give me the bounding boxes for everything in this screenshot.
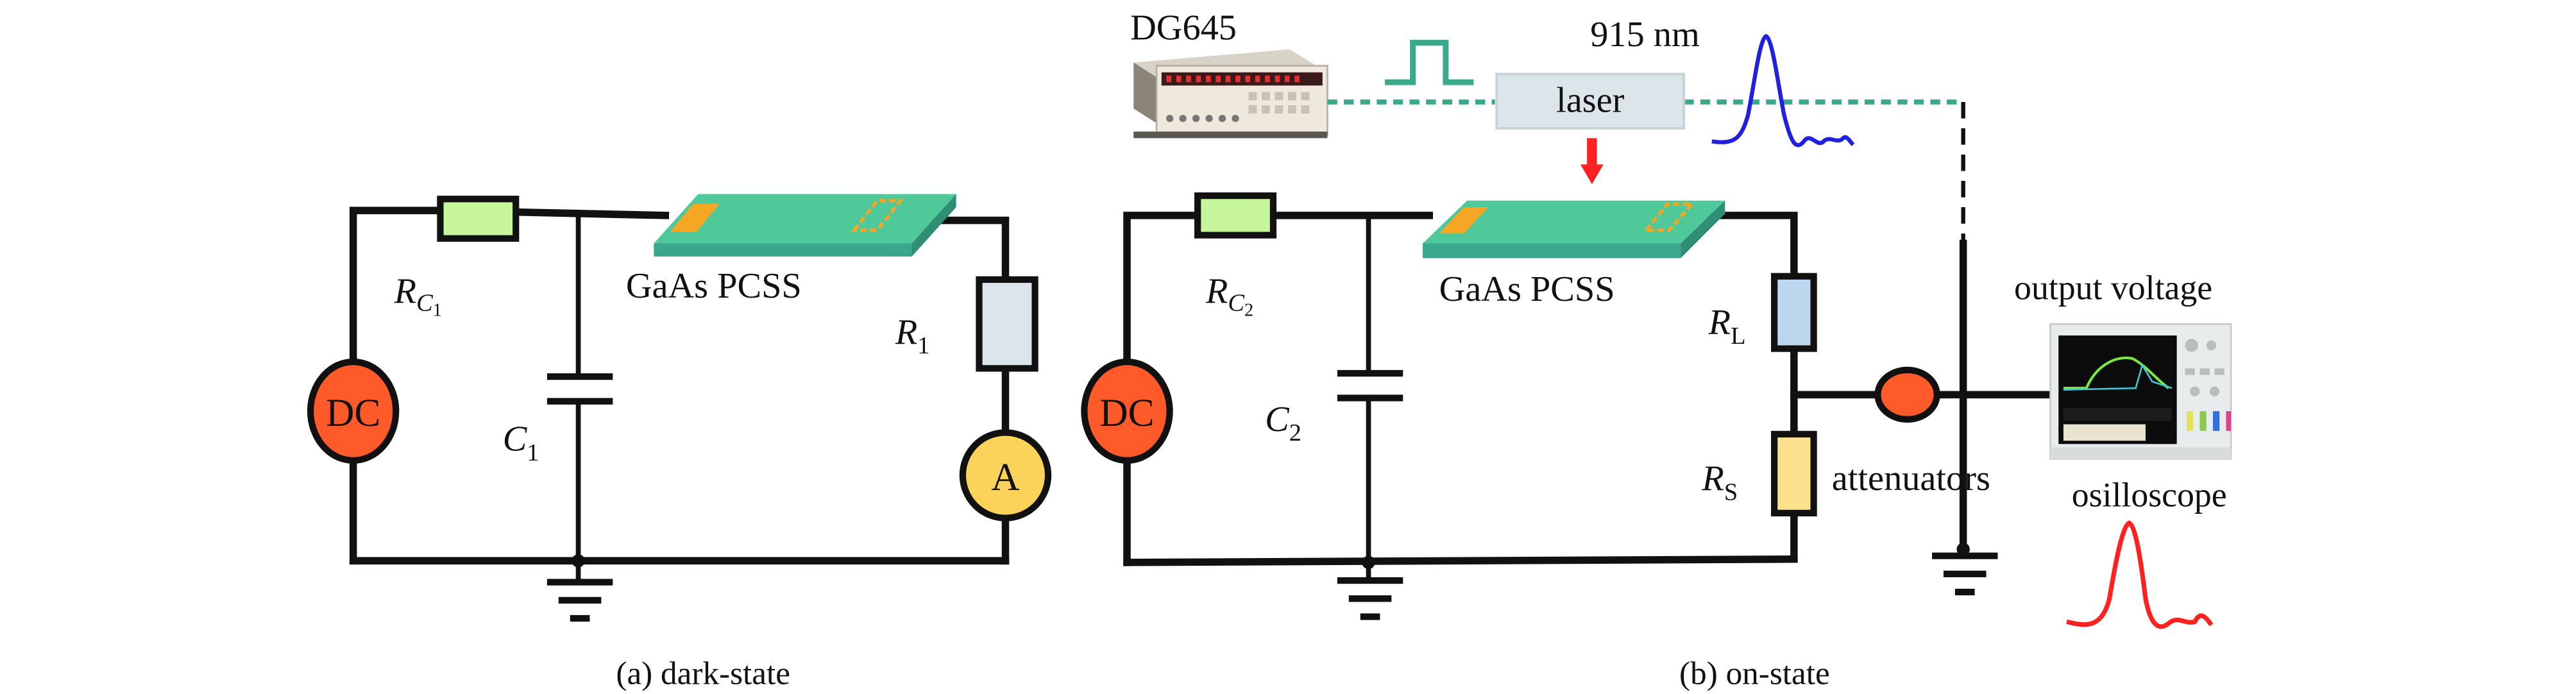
ground-a-icon <box>547 561 613 622</box>
wavelength-label: 915 nm <box>1590 15 1700 55</box>
wire-a-top-mid <box>515 208 670 219</box>
wire-b-top-right <box>1704 212 1798 280</box>
output-voltage-label: output voltage <box>2014 269 2212 307</box>
c2-label: C2 <box>1265 400 1301 446</box>
rs-label: RS <box>1701 459 1738 505</box>
capacitor-b-plate-top <box>1337 369 1403 377</box>
attenuator-icon <box>1874 366 1940 423</box>
resistor-rc1 <box>437 196 520 242</box>
oscilloscope-icon <box>2049 323 2232 460</box>
rc2-label: RC2 <box>1205 271 1253 321</box>
resistor-rs <box>1771 430 1817 517</box>
caption-a: (a) dark-state <box>616 656 790 692</box>
oscilloscope-group: output voltage osilloscope <box>2014 269 2232 629</box>
wire-b-top-left <box>1123 212 1200 392</box>
laser-beam-arrow-icon <box>1580 138 1604 185</box>
pcss-b-icon <box>1423 200 1725 258</box>
wire-b-bottom <box>1123 555 1798 566</box>
pcss-a-icon <box>654 194 956 257</box>
circuit-a: DC A GaAs PCSS RC1 C1 R1 (a) dark-state <box>307 194 1052 692</box>
rl-label: RL <box>1708 302 1746 349</box>
wire-a-top-left <box>349 207 445 392</box>
ground-b-icon <box>1337 562 1403 620</box>
ammeter-icon <box>959 429 1052 521</box>
circuit-b: DC GaAs PCSS RC2 C2 RL RS attenuators (b… <box>1081 192 2058 692</box>
c1-label: C1 <box>503 419 539 466</box>
r1-label: R1 <box>895 312 930 359</box>
laser-box <box>1495 72 1686 130</box>
resistor-rc2 <box>1194 192 1277 239</box>
dc-source-a-label: DC <box>326 391 380 435</box>
oscilloscope-label: osilloscope <box>2072 476 2227 514</box>
capacitor-a-plate-bottom <box>547 398 613 405</box>
wire-a-top-right <box>929 216 1010 284</box>
scope-ground-icon <box>1932 552 1998 596</box>
caption-b: (b) on-state <box>1679 656 1830 692</box>
dc-source-b-icon <box>1081 358 1173 464</box>
laser-label: laser <box>1556 80 1625 120</box>
trigger-chain: DG645 laser 915 nm <box>1130 8 1998 596</box>
trigger-pulse-icon <box>1385 40 1474 85</box>
resistor-r1 <box>976 276 1038 372</box>
rc1-label: RC1 <box>394 271 442 321</box>
pcss-a-label: GaAs PCSS <box>626 266 802 306</box>
dg645-label: DG645 <box>1130 8 1237 48</box>
laser-pulse-waveform <box>1711 33 1855 148</box>
dc-source-a-icon <box>307 358 400 464</box>
ammeter-label: A <box>991 455 1019 499</box>
output-pulse-waveform <box>2066 520 2214 629</box>
dc-source-b-label: DC <box>1099 391 1154 435</box>
dg645-instrument-icon <box>1133 49 1328 139</box>
capacitor-a-plate-top <box>547 373 613 380</box>
resistor-rl <box>1771 273 1817 352</box>
pcss-b-label: GaAs PCSS <box>1439 269 1615 309</box>
capacitor-b-plate-bottom <box>1337 394 1403 402</box>
